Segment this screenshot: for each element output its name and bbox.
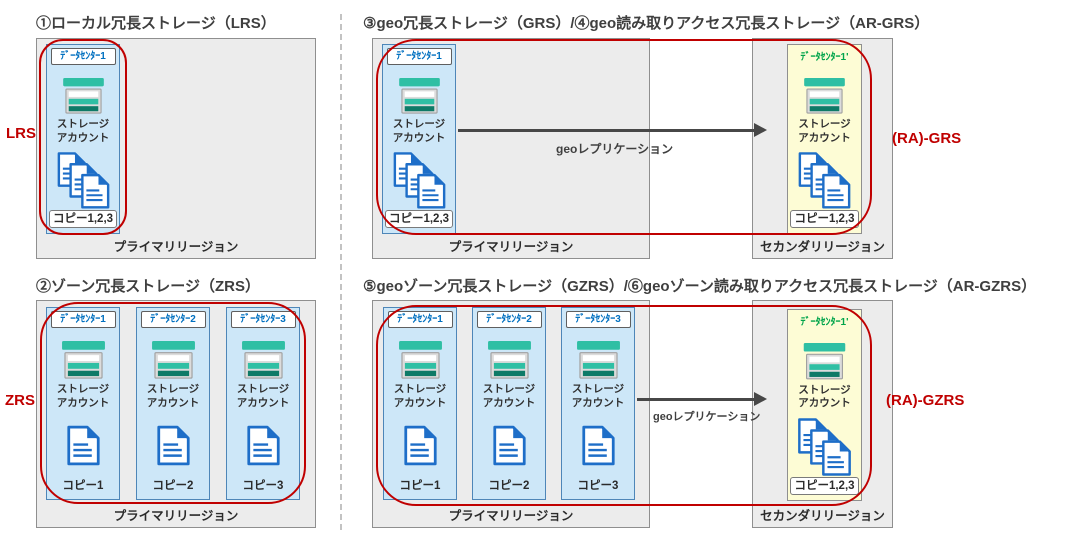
geo-replication-arrow-head (754, 392, 767, 406)
grs-geo-replication-label: geoレプリケーション (556, 142, 674, 156)
zrs-panel-title: ②ゾーン冗長ストレージ（ZRS） (36, 278, 260, 295)
document-icon (492, 425, 526, 466)
column-divider (340, 14, 342, 530)
grs-secondary-datacenter-box: ﾃﾞｰﾀｾﾝﾀｰ1' ストレージ アカウント コピー1,2,3 (787, 44, 862, 234)
storage-account-icon (486, 341, 532, 379)
storage-account-icon (150, 341, 196, 379)
storage-account-label: ストレージ アカウント (146, 383, 200, 409)
storage-account-icon (397, 341, 443, 379)
copies-icon (796, 151, 853, 210)
copies-icon (391, 151, 448, 210)
lrs-primary-region-label: プライマリリージョン (113, 240, 239, 254)
lrs-panel-title: ①ローカル冗長ストレージ（LRS） (36, 15, 276, 32)
lrs-annotation: LRS (6, 125, 36, 142)
gzrs-datacenter-1-label: ﾃﾞｰﾀｾﾝﾀｰ1 (387, 311, 453, 328)
storage-account-label: ストレージ アカウント (798, 117, 851, 144)
document-icon (581, 425, 615, 466)
gzrs-secondary-region-label: セカンダリリージョン (760, 509, 885, 523)
copies-icon (796, 417, 853, 477)
zrs-datacenter-3-label: ﾃﾞｰﾀｾﾝﾀｰ3 (230, 311, 296, 328)
grs-panel-title: ③geo冗長ストレージ（GRS）/④geo読み取りアクセス冗長ストレージ（AR-… (363, 15, 930, 32)
grs-primary-datacenter-label: ﾃﾞｰﾀｾﾝﾀｰ1 (386, 48, 452, 65)
gzrs-secondary-datacenter-box: ﾃﾞｰﾀｾﾝﾀｰ1' ストレージ アカウント コピー1,2,3 (787, 309, 862, 501)
gzrs-annotation: (RA)-GZRS (886, 392, 965, 409)
storage-account-label: ストレージ アカウント (571, 383, 625, 409)
grs-secondary-copy-label: コピー1,2,3 (790, 210, 859, 228)
storage-account-label: ストレージ アカウント (798, 383, 851, 410)
gzrs-copy-2-label: コピー2 (488, 480, 530, 492)
gzrs-secondary-datacenter-label: ﾃﾞｰﾀｾﾝﾀｰ1' (800, 317, 849, 328)
grs-primary-region-label: プライマリリージョン (448, 240, 574, 254)
storage-account-label: ストレージ アカウント (56, 117, 110, 144)
gzrs-copy-1-label: コピー1 (399, 480, 441, 492)
document-icon (66, 425, 100, 466)
storage-account-icon (803, 343, 846, 380)
grs-primary-datacenter-box: ﾃﾞｰﾀｾﾝﾀｰ1 ストレージ アカウント コピー1,2,3 (382, 44, 456, 234)
document-icon (246, 425, 280, 466)
copies-icon (55, 151, 112, 210)
document-icon (403, 425, 437, 466)
gzrs-datacenter-3-box: ﾃﾞｰﾀｾﾝﾀｰ3 ストレージ アカウント コピー3 (561, 307, 635, 500)
gzrs-copy-3-label: コピー3 (577, 480, 619, 492)
zrs-primary-region-label: プライマリリージョン (113, 509, 239, 523)
storage-account-icon (240, 341, 286, 379)
zrs-datacenter-2-label: ﾃﾞｰﾀｾﾝﾀｰ2 (140, 311, 206, 328)
lrs-datacenter-label: ﾃﾞｰﾀｾﾝﾀｰ1 (50, 48, 116, 65)
gzrs-secondary-copy-label: コピー1,2,3 (790, 477, 859, 495)
grs-secondary-datacenter-label: ﾃﾞｰﾀｾﾝﾀｰ1' (800, 52, 849, 63)
zrs-datacenter-2-box: ﾃﾞｰﾀｾﾝﾀｰ2 ストレージ アカウント コピー2 (136, 307, 210, 500)
gzrs-panel-title: ⑤geoゾーン冗長ストレージ（GZRS）/⑥geoゾーン読み取りアクセス冗長スト… (363, 278, 1037, 295)
zrs-copy-2-label: コピー2 (152, 480, 194, 492)
storage-account-icon (62, 78, 104, 114)
lrs-datacenter-box: ﾃﾞｰﾀｾﾝﾀｰ1 ストレージ アカウント コピー1,2,3 (46, 44, 120, 234)
lrs-copy-label: コピー1,2,3 (48, 210, 118, 228)
zrs-datacenter-1-box: ﾃﾞｰﾀｾﾝﾀｰ1 ストレージ アカウント コピー1 (46, 307, 120, 500)
grs-secondary-region-label: セカンダリリージョン (760, 240, 885, 254)
gzrs-geo-replication-label: geoレプリケーション (653, 411, 761, 423)
gzrs-datacenter-2-label: ﾃﾞｰﾀｾﾝﾀｰ2 (476, 311, 542, 328)
storage-account-icon (398, 78, 440, 114)
gzrs-datacenter-1-box: ﾃﾞｰﾀｾﾝﾀｰ1 ストレージ アカウント コピー1 (383, 307, 457, 500)
zrs-datacenter-3-box: ﾃﾞｰﾀｾﾝﾀｰ3 ストレージ アカウント コピー3 (226, 307, 300, 500)
storage-account-label: ストレージ アカウント (482, 383, 536, 409)
storage-account-icon (803, 78, 846, 114)
storage-account-label: ストレージ アカウント (236, 383, 290, 409)
geo-replication-arrow-line (637, 398, 754, 401)
geo-replication-arrow-head (754, 123, 767, 137)
zrs-datacenter-1-label: ﾃﾞｰﾀｾﾝﾀｰ1 (50, 311, 116, 328)
zrs-annotation: ZRS (5, 392, 35, 409)
document-icon (156, 425, 190, 466)
grs-annotation: (RA)-GRS (892, 130, 962, 147)
gzrs-datacenter-3-label: ﾃﾞｰﾀｾﾝﾀｰ3 (565, 311, 631, 328)
zrs-copy-1-label: コピー1 (62, 480, 104, 492)
storage-account-label: ストレージ アカウント (56, 383, 110, 409)
storage-account-icon (60, 341, 106, 379)
storage-account-label: ストレージ アカウント (392, 117, 446, 144)
gzrs-primary-region-label: プライマリリージョン (448, 509, 574, 523)
grs-primary-copy-label: コピー1,2,3 (384, 210, 454, 228)
storage-account-icon (575, 341, 621, 379)
geo-replication-arrow-line (458, 129, 754, 132)
gzrs-datacenter-2-box: ﾃﾞｰﾀｾﾝﾀｰ2 ストレージ アカウント コピー2 (472, 307, 546, 500)
storage-account-label: ストレージ アカウント (393, 383, 447, 409)
zrs-copy-3-label: コピー3 (242, 480, 284, 492)
